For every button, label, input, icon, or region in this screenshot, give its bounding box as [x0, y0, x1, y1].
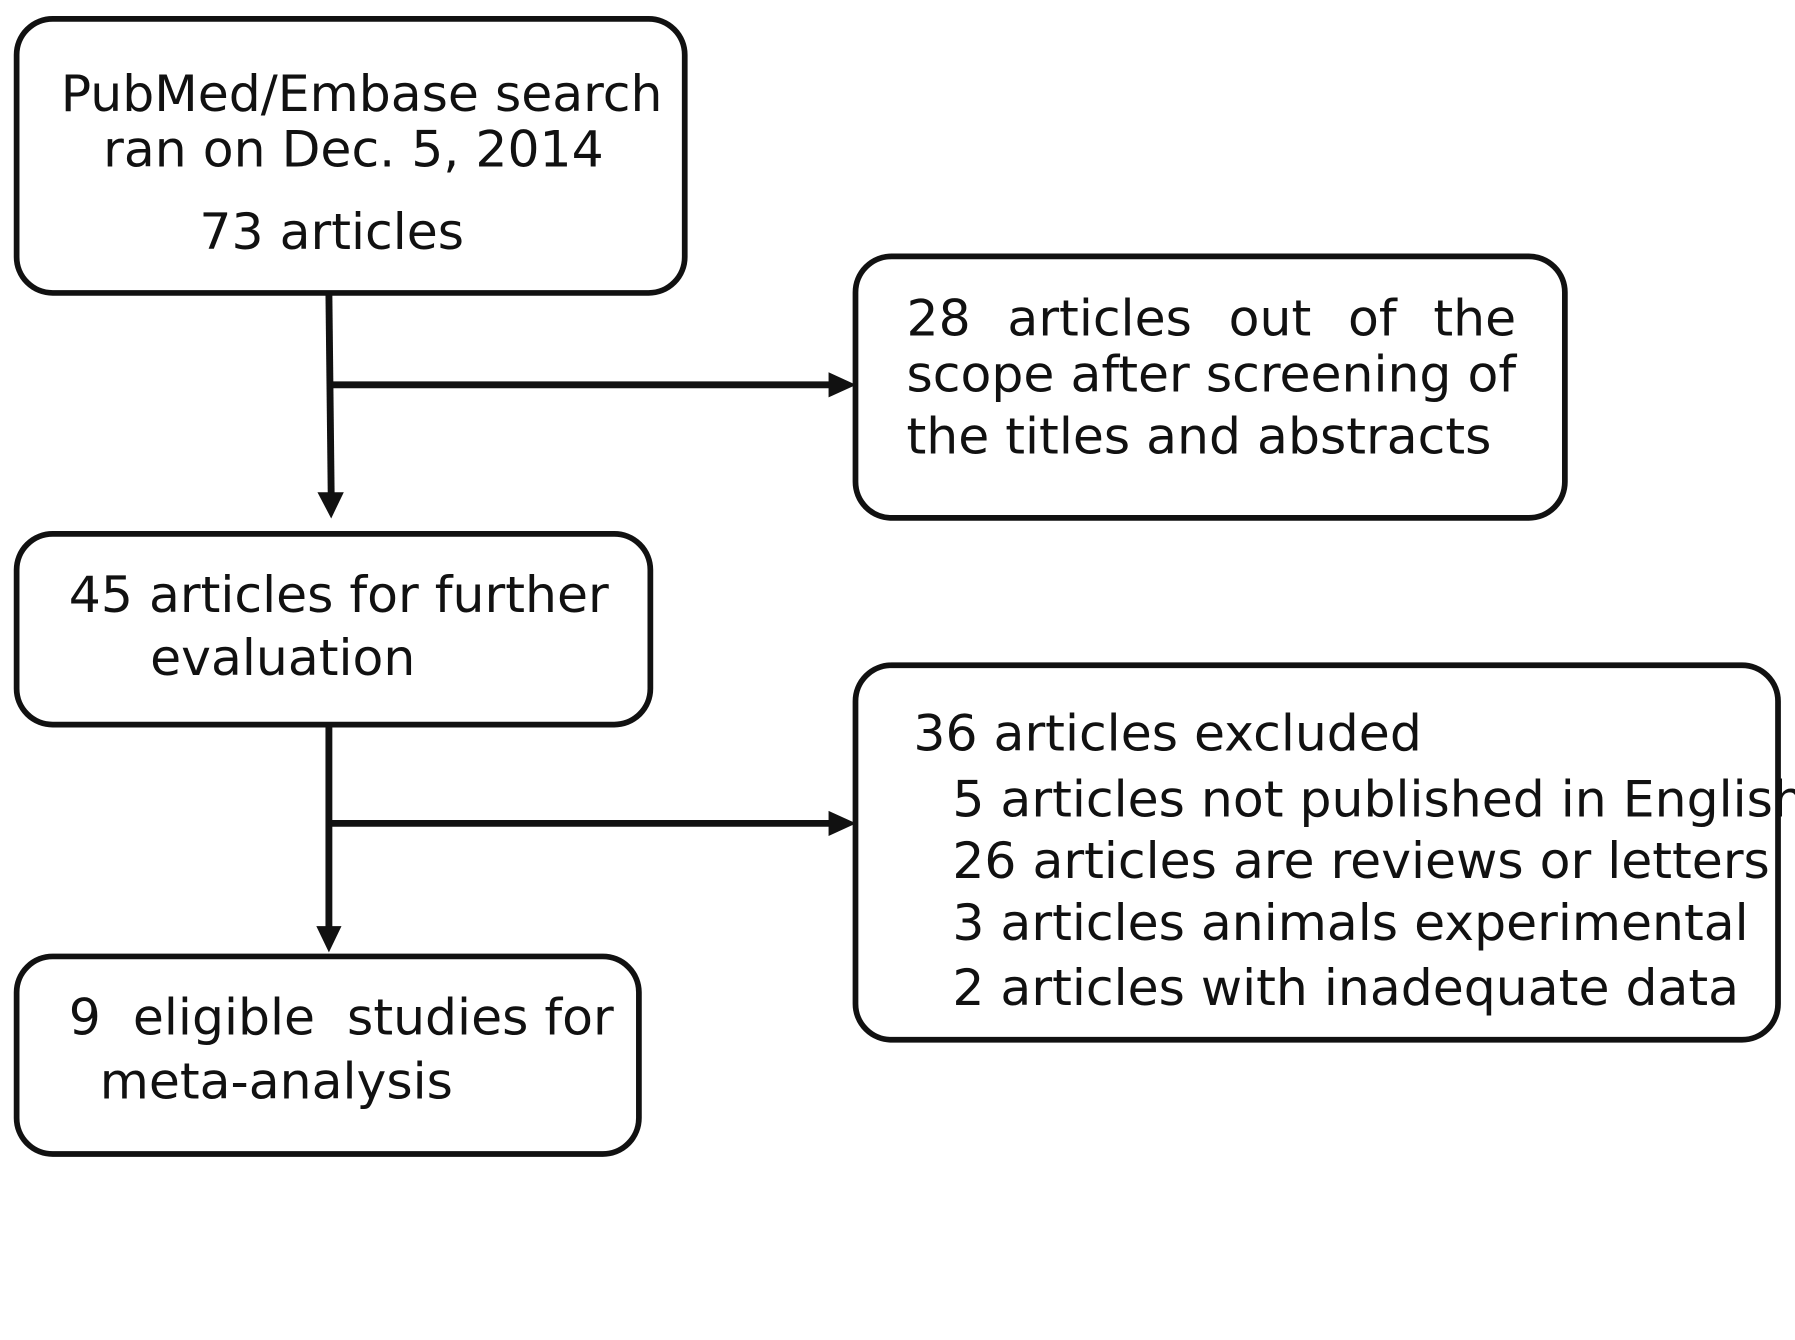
exclusion-reason: 26 articles are reviews or letters — [952, 832, 1770, 891]
screening-line-2: scope after screening of — [906, 346, 1517, 405]
screening-line-1-word: 28 — [906, 290, 971, 349]
screening-line-1-word: of — [1347, 290, 1397, 349]
screening-line-1-word: the — [1433, 290, 1517, 349]
screening-line-2-word: screening — [1205, 346, 1452, 405]
arrowhead-down-2 — [316, 926, 342, 953]
screening-line-2-word: scope — [906, 346, 1055, 405]
further-evaluation-line-1: 45 articles for further — [68, 566, 609, 625]
screening-line-1-word: articles — [1007, 290, 1192, 349]
arrowhead-right-1 — [828, 372, 857, 398]
screening-line-3: the titles and abstracts — [906, 407, 1492, 466]
main-connector-top — [325, 293, 335, 496]
screening-line-1: 28 articles out of the — [906, 290, 1517, 349]
search-line-2: ran on Dec. 5, 2014 — [103, 121, 604, 180]
screening-line-2-word: of — [1467, 346, 1517, 405]
full-text-exclusion-box: 36 articles excluded 5 articles not publ… — [852, 662, 1795, 1043]
further-evaluation-line-2: evaluation — [150, 629, 416, 688]
connectors — [316, 293, 857, 953]
exclusion-reason: 2 articles with inadequate data — [952, 959, 1740, 1018]
arrowhead-right-2 — [828, 810, 857, 836]
exclusion-reason: 5 articles not published in English — [952, 770, 1795, 830]
eligible-studies-line-2: meta-analysis — [99, 1052, 453, 1112]
arrowhead-down-1 — [317, 492, 344, 519]
screening-line-1-word: out — [1228, 290, 1312, 349]
arrowheads — [316, 372, 857, 953]
exclusion-reason: 3 articles animals experimental — [952, 894, 1749, 953]
further-evaluation-box: 45 articles for further evaluation — [13, 531, 654, 728]
search-line-1: PubMed/Embase search — [60, 65, 663, 124]
eligible-studies-line-1: 9 eligible studies for — [68, 988, 614, 1048]
connector-lines — [325, 293, 832, 930]
screening-exclusion-box: 28 articles out of the scope after scree… — [852, 253, 1568, 521]
search-box: PubMed/Embase search ran on Dec. 5, 2014… — [13, 15, 688, 296]
excluded-total: 36 articles excluded — [913, 704, 1422, 763]
eligible-studies-box: 9 eligible studies for meta-analysis — [13, 953, 642, 1157]
search-article-count: 73 articles — [199, 203, 465, 262]
screening-line-2-word: after — [1070, 346, 1190, 405]
